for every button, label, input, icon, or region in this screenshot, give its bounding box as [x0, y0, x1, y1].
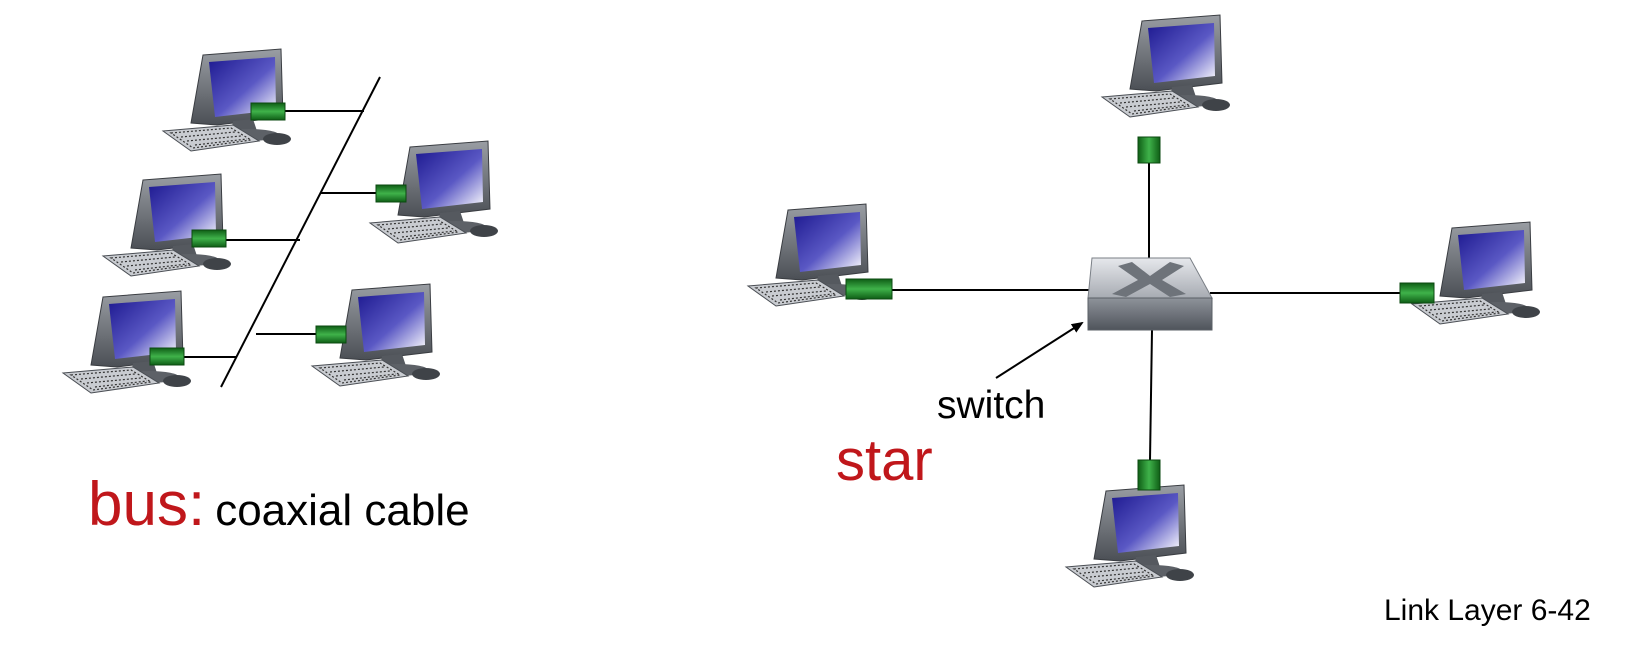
star-topology — [747, 14, 1541, 588]
switch-label: switch — [937, 384, 1046, 427]
network-switch-icon — [1087, 257, 1213, 331]
network-adapter-icon — [250, 102, 286, 121]
network-adapter-icon — [315, 325, 347, 344]
switch-pointer-arrow — [995, 321, 1084, 379]
bus-caption: bus:coaxial cable — [88, 474, 470, 536]
network-adapter-icon — [375, 184, 407, 203]
bus-topology — [62, 48, 499, 394]
computer-icon — [1065, 484, 1195, 588]
bus-label: bus: — [88, 470, 206, 539]
network-adapter-icon — [1137, 459, 1161, 491]
network-adapter-icon — [149, 347, 185, 366]
star-link — [1149, 329, 1153, 461]
network-adapter-icon — [1399, 282, 1435, 304]
network-adapter-icon — [191, 229, 227, 248]
network-adapter-icon — [845, 278, 893, 300]
slide-footer: Link Layer 6-42 — [1384, 594, 1591, 627]
bus-description: coaxial cable — [215, 486, 470, 535]
coaxial-cable — [220, 76, 381, 388]
computer-icon — [1411, 221, 1541, 325]
computer-icon — [102, 173, 232, 277]
star-label: star — [836, 428, 933, 493]
network-adapter-icon — [1137, 136, 1161, 164]
computer-icon — [1101, 14, 1231, 118]
computer-icon — [62, 290, 192, 394]
computer-icon — [162, 48, 292, 152]
